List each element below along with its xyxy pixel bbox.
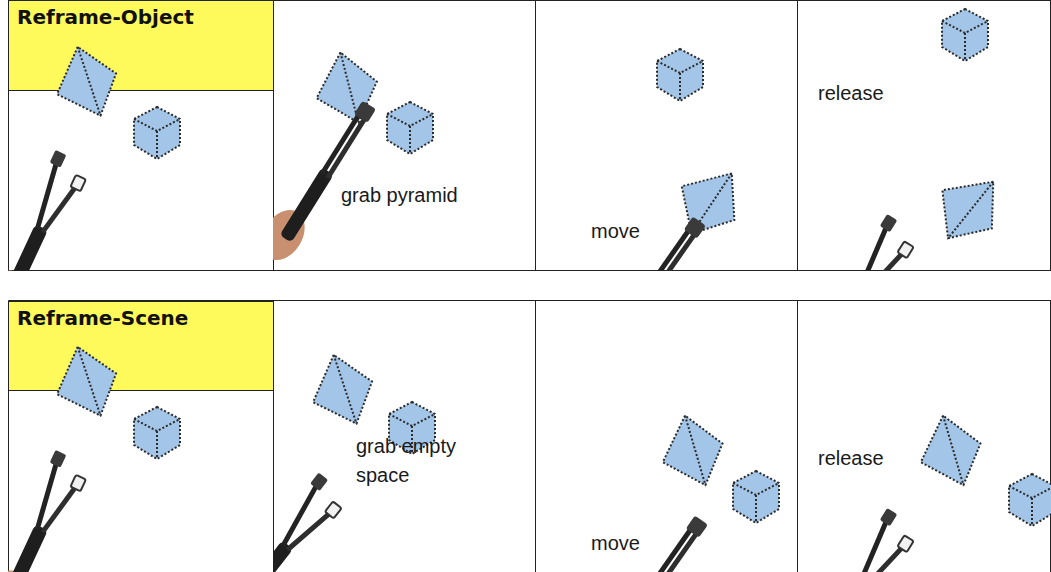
tongs-tool (273, 471, 350, 572)
panel-frame (9, 1, 274, 271)
step-panel: move (535, 300, 798, 572)
pyramid-shape (914, 410, 988, 492)
panel-art (578, 410, 779, 572)
cube-shape (134, 107, 180, 159)
title-box: Reframe-Scene (8, 301, 274, 391)
step-panel: release (797, 300, 1051, 572)
step-label: release (818, 444, 884, 473)
step-label: move (591, 217, 640, 246)
step-label: grab pyramid (341, 181, 458, 210)
pyramid-shape (48, 340, 124, 423)
panel-art (273, 348, 435, 572)
pyramid-shape (662, 154, 756, 249)
panel-art (8, 40, 180, 271)
panel-art (797, 9, 1016, 271)
title-text: Reframe-Scene (17, 306, 188, 330)
cube-shape (387, 102, 433, 154)
panel-art (797, 410, 1051, 572)
cube-shape (733, 471, 779, 523)
cube-shape (389, 402, 435, 454)
panel-art (8, 340, 180, 572)
cube-shape (134, 407, 180, 459)
pyramid-shape (48, 40, 124, 123)
pyramid-shape (921, 161, 1016, 256)
cube-shape (1009, 474, 1051, 526)
tongs-tool (8, 449, 92, 572)
title-box: Reframe-Object (8, 0, 274, 91)
tongs-tool (578, 507, 714, 572)
step-label: release (818, 79, 884, 108)
pyramid-shape (304, 348, 380, 431)
tongs-tool (797, 212, 921, 271)
tongs-tool (273, 93, 382, 268)
panel-art (576, 49, 757, 271)
tongs-tool (797, 506, 921, 572)
step-panel: move (535, 0, 798, 271)
panel-art (273, 48, 433, 268)
cube-shape (942, 9, 988, 61)
title-text: Reframe-Object (17, 5, 194, 29)
tongs-tool (8, 149, 92, 271)
step-panel: release (797, 0, 1051, 271)
step-label: grab empty space (356, 432, 476, 490)
tongs-tool (576, 208, 712, 271)
pyramid-shape (656, 410, 730, 492)
step-label: move (591, 529, 640, 558)
cube-shape (657, 49, 703, 101)
panel-frame (9, 301, 274, 572)
